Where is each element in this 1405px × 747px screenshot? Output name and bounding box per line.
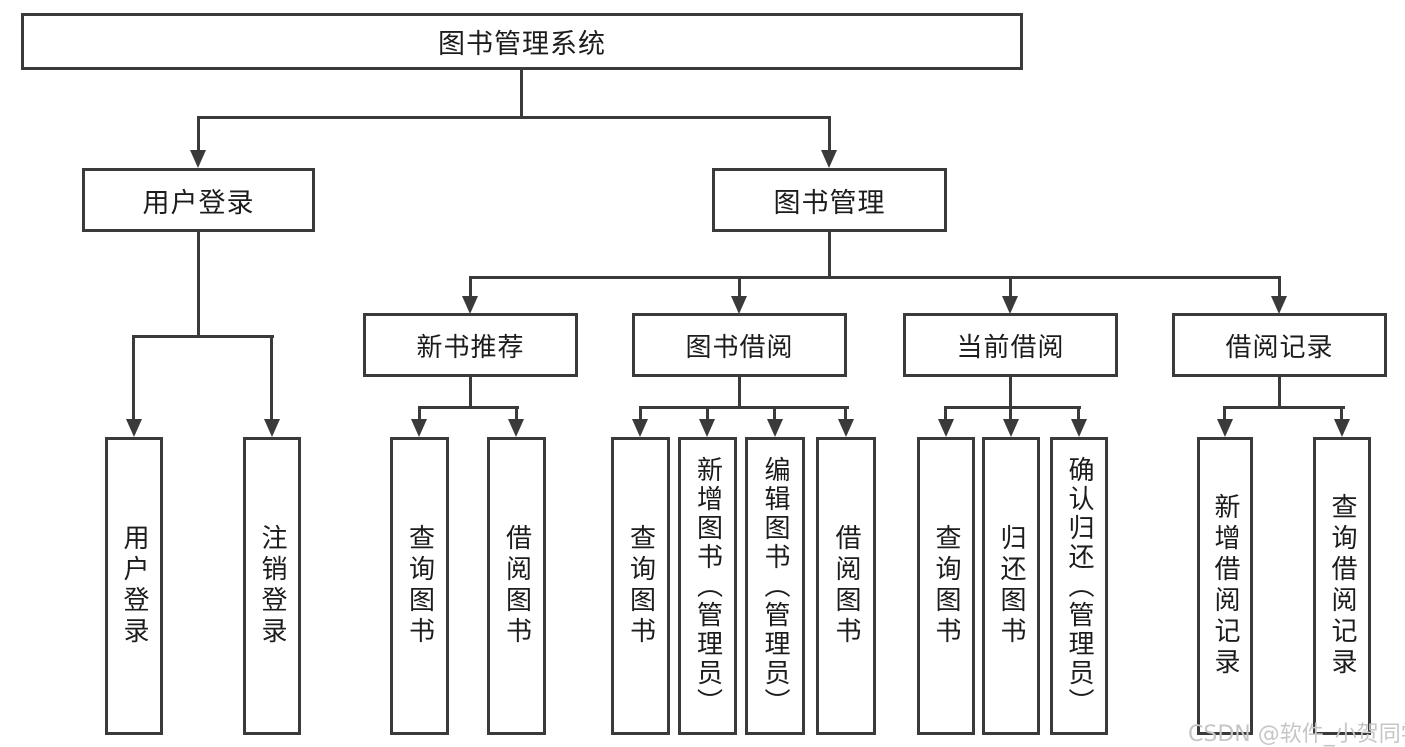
node-borrow-books-recommend: 借阅图书 [487, 437, 546, 735]
node-return-books: 归还图书 [982, 437, 1040, 735]
node-label: 确认归还（管理员） [1064, 455, 1094, 717]
node-user-login: 用户登录 [82, 168, 315, 232]
connector-line [132, 335, 135, 420]
arrow-down-icon [126, 419, 142, 437]
node-label: 归还图书 [996, 524, 1026, 648]
node-label: 图书管理系统 [438, 29, 606, 60]
node-add-books-admin: 新增图书（管理员） [678, 437, 737, 735]
node-query-books-borrowing: 查询图书 [611, 437, 670, 735]
connector-line [515, 406, 518, 420]
connector-line [418, 406, 519, 409]
connector-line [828, 116, 831, 152]
connector-line [738, 377, 741, 408]
node-label: 注销登录 [257, 524, 287, 648]
arrow-down-icon [508, 419, 524, 437]
arrow-down-icon [731, 296, 747, 314]
connector-line [844, 406, 847, 420]
node-label: 新增借阅记录 [1210, 493, 1240, 679]
connector-line [469, 276, 1281, 279]
node-borrowing-records: 借阅记录 [1172, 313, 1387, 377]
node-label: 图书管理 [773, 187, 886, 219]
connector-line [520, 70, 523, 118]
connector-line [469, 276, 472, 298]
connector-line [197, 232, 200, 337]
connector-line [1077, 406, 1080, 420]
arrow-down-icon [1271, 296, 1287, 314]
node-label: 新书推荐 [416, 332, 525, 363]
arrow-down-icon [632, 419, 648, 437]
connector-line [828, 232, 831, 278]
connector-line [1009, 276, 1012, 298]
connector-line [944, 406, 1081, 409]
node-label: 借阅图书 [831, 524, 861, 648]
node-label: 编辑图书（管理员） [760, 455, 790, 717]
arrow-down-icon [1002, 296, 1018, 314]
connector-line [1009, 377, 1012, 408]
arrow-down-icon [1003, 419, 1019, 437]
node-label: 查询图书 [931, 524, 961, 648]
node-user-login-action: 用户登录 [105, 437, 163, 735]
csdn-watermark: CSDN @软件_小贺同学 [1188, 722, 1405, 747]
arrow-down-icon [264, 419, 280, 437]
node-label: 图书借阅 [685, 332, 794, 363]
node-new-book-recommend: 新书推荐 [363, 313, 578, 377]
node-label: 用户登录 [119, 524, 149, 648]
connector-line [773, 406, 776, 420]
arrow-down-icon [462, 296, 478, 314]
connector-line [706, 406, 709, 420]
connector-line [1223, 406, 1226, 420]
connector-line [270, 335, 273, 420]
node-book-borrowing: 图书借阅 [632, 313, 847, 377]
node-label: 借阅图书 [501, 524, 532, 648]
connector-line [738, 276, 741, 298]
connector-line [944, 406, 947, 420]
arrow-down-icon [190, 150, 206, 168]
node-logout: 注销登录 [243, 437, 301, 735]
node-query-borrow-record: 查询借阅记录 [1313, 437, 1371, 735]
node-label: 新增图书（管理员） [692, 455, 723, 717]
node-current-borrowing: 当前借阅 [903, 313, 1118, 377]
arrow-down-icon [821, 150, 837, 168]
connector-line [1340, 406, 1343, 420]
node-label: 用户登录 [142, 187, 255, 219]
arrow-down-icon [767, 419, 783, 437]
arrow-down-icon [938, 419, 954, 437]
node-confirm-return-admin: 确认归还（管理员） [1050, 437, 1108, 735]
arrow-down-icon [411, 419, 427, 437]
connector-line [469, 377, 472, 408]
connector-line [132, 335, 274, 338]
node-label: 查询借阅记录 [1327, 493, 1357, 679]
node-label: 当前借阅 [956, 332, 1065, 363]
connector-line [418, 406, 421, 420]
node-borrow-books-borrowing: 借阅图书 [816, 437, 876, 735]
node-label: 借阅记录 [1225, 332, 1334, 363]
connector-line [197, 116, 831, 119]
connector-line [197, 116, 200, 152]
arrow-down-icon [1071, 419, 1087, 437]
node-add-borrow-record: 新增借阅记录 [1197, 437, 1253, 735]
node-label: 查询图书 [404, 524, 435, 648]
connector-line [639, 406, 849, 409]
connector-line [639, 406, 642, 420]
arrow-down-icon [1217, 419, 1233, 437]
connector-line [1278, 377, 1281, 408]
node-query-books-current: 查询图书 [917, 437, 975, 735]
node-label: 查询图书 [625, 524, 656, 648]
node-root: 图书管理系统 [21, 13, 1023, 70]
connector-line [1009, 406, 1012, 420]
arrow-down-icon [1334, 419, 1350, 437]
arrow-down-icon [699, 419, 715, 437]
connector-line [1223, 406, 1345, 409]
node-edit-books-admin: 编辑图书（管理员） [745, 437, 805, 735]
arrow-down-icon [838, 419, 854, 437]
node-book-management: 图书管理 [712, 168, 947, 232]
connector-line [1278, 276, 1281, 298]
node-query-books-recommend: 查询图书 [390, 437, 449, 735]
